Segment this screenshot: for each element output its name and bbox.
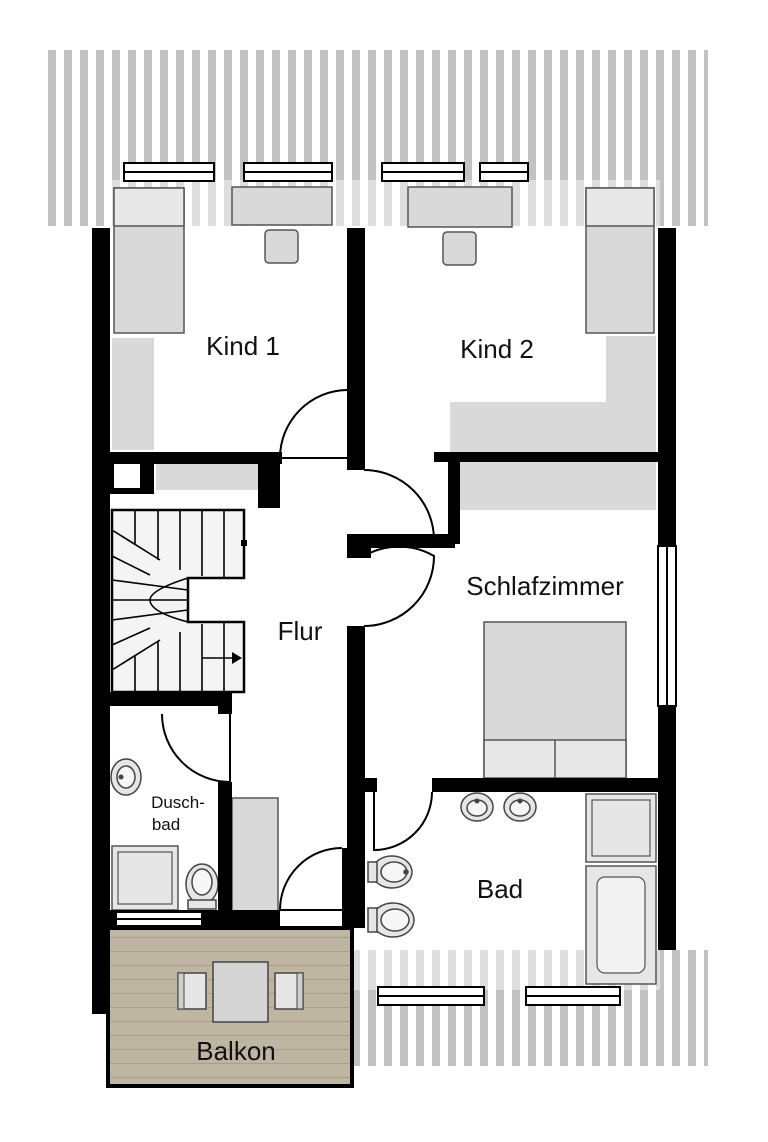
kind1-desk: [231, 186, 333, 226]
wall-right: [658, 228, 676, 546]
bad-sink-right: [503, 792, 537, 822]
wall-stair-bottom: [92, 692, 232, 706]
kind1-wardrobe: [112, 338, 154, 450]
label-duschbad-line1: Dusch-: [151, 793, 205, 812]
wall-bad-top: [432, 778, 676, 792]
balcony-table: [212, 961, 269, 1023]
room-labels: Kind 1 Kind 2 Schlafzimmer Flur Dusch- b…: [151, 331, 624, 1066]
kind2-corner-shelf: [450, 336, 656, 452]
label-balkon: Balkon: [196, 1036, 276, 1066]
wall-kind2-bottom: [434, 452, 676, 462]
door-duschbad: [161, 713, 231, 784]
wall-center-upper: [347, 228, 365, 470]
door-balcony: [278, 847, 343, 911]
label-schlafzimmer: Schlafzimmer: [466, 571, 624, 601]
kind2-desk: [407, 186, 513, 228]
wall-duschbad-right: [218, 782, 232, 928]
windows: [123, 162, 677, 1006]
duschbad-sink: [110, 758, 142, 796]
kind1-chair: [264, 229, 299, 264]
sanitary: [110, 758, 537, 938]
bad-toilet: [367, 902, 415, 938]
staircase: [110, 508, 247, 694]
duschbad-shower: [111, 845, 179, 911]
wall-bad-right: [658, 790, 676, 950]
balcony-chair-left: [177, 972, 207, 1010]
doors: [161, 389, 436, 911]
kind2-chair: [442, 231, 477, 266]
window-duschbad: [115, 911, 203, 927]
door-kind2: [363, 469, 436, 541]
schlafzimmer-wardrobe: [460, 462, 656, 510]
walls: [92, 228, 676, 1014]
balcony-chair-right: [274, 972, 304, 1010]
stair-arrow-icon: [232, 652, 242, 664]
kind1-bed-pillow: [113, 187, 185, 227]
balcony: [106, 926, 354, 1088]
duschbad-toilet: [185, 863, 219, 910]
door-kind1: [278, 389, 348, 459]
furniture: [111, 186, 657, 985]
kind2-bed-pillow: [585, 187, 655, 227]
flur-cabinet: [231, 797, 279, 913]
bad-bidet: [367, 855, 413, 889]
wall-left: [92, 228, 110, 1014]
label-duschbad-line2: bad: [152, 815, 180, 834]
label-flur: Flur: [278, 616, 323, 646]
bad-shower: [585, 793, 657, 863]
label-kind2: Kind 2: [460, 334, 534, 364]
label-bad: Bad: [477, 874, 523, 904]
label-kind1: Kind 1: [206, 331, 280, 361]
door-bad: [373, 791, 433, 852]
bad-sink-left: [460, 792, 494, 822]
